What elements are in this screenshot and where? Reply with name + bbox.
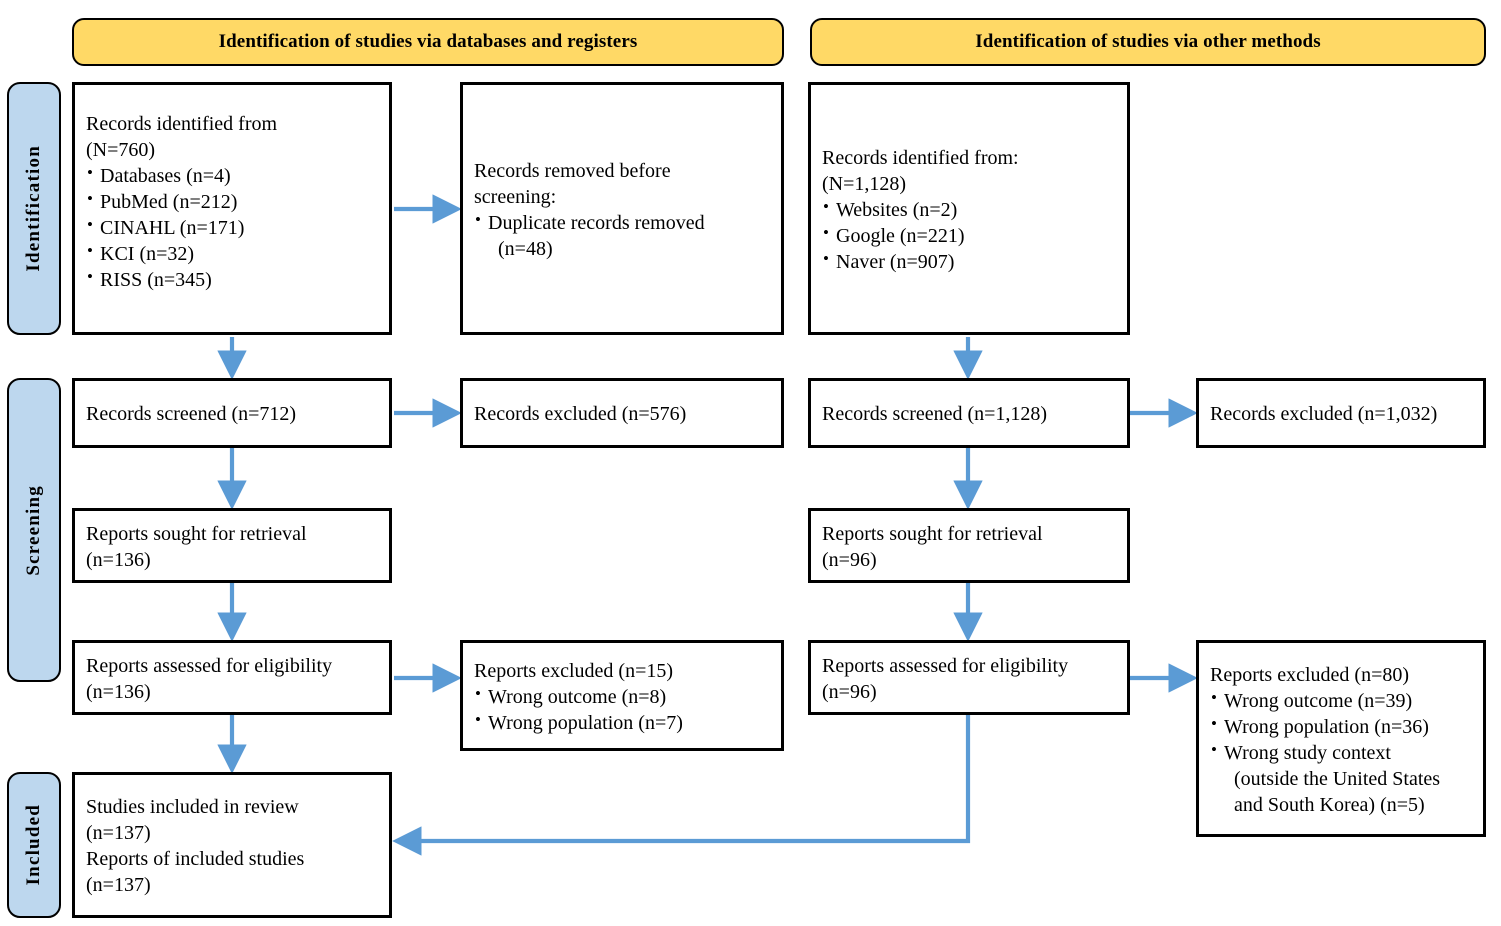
box-reports-sought-other: Reports sought for retrieval (n=96) — [808, 508, 1130, 583]
reports-excluded-other-line1: Reports excluded (n=80) — [1210, 663, 1410, 686]
studies-included-line3: Reports of included studies — [86, 848, 305, 870]
box-reports-assessed-other: Reports assessed for eligibility (n=96) — [808, 640, 1130, 715]
stage-label-identification-text: Identification — [23, 145, 44, 272]
records-identified-db-line2: (N=760) — [86, 139, 156, 161]
list-item: PubMed (n=212) — [86, 188, 380, 215]
phase-header-other-methods-label: Identification of studies via other meth… — [975, 31, 1321, 52]
reports-sought-other-line2: (n=96) — [822, 548, 877, 571]
records-removed-line1: Records removed before — [474, 159, 671, 182]
list-item: and South Korea) (n=5) — [1234, 793, 1425, 816]
list-item: KCI (n=32) — [86, 240, 380, 267]
records-identified-other-bullets: Websites (n=2) Google (n=221) Naver (n=9… — [822, 196, 1118, 275]
box-records-excluded-other: Records excluded (n=1,032) — [1196, 378, 1486, 448]
list-item: Google (n=221) — [822, 222, 1118, 249]
phase-header-databases-label: Identification of studies via databases … — [218, 31, 638, 52]
reports-assessed-other-line1: Reports assessed for eligibility — [822, 654, 1069, 677]
box-reports-assessed-databases: Reports assessed for eligibility (n=136) — [72, 640, 392, 715]
stage-label-screening: Screening — [7, 378, 61, 682]
box-reports-excluded-other: Reports excluded (n=80) Wrong outcome (n… — [1196, 640, 1486, 837]
reports-assessed-other-line2: (n=96) — [822, 680, 877, 703]
records-identified-db-line1: Records identified from — [86, 113, 278, 135]
box-records-identified-other: Records identified from: (N=1,128) Websi… — [808, 82, 1130, 335]
studies-included-line1: Studies included in review — [86, 796, 299, 818]
box-records-screened-databases: Records screened (n=712) — [72, 378, 392, 448]
list-item: Naver (n=907) — [822, 248, 1118, 275]
reports-excluded-db-bullets: Wrong outcome (n=8) Wrong population (n=… — [474, 683, 772, 736]
list-item: Databases (n=4) — [86, 162, 380, 189]
stage-label-screening-text: Screening — [23, 484, 44, 576]
reports-assessed-db-line1: Reports assessed for eligibility — [86, 654, 333, 677]
list-item: Duplicate records removed — [474, 209, 772, 236]
reports-sought-db-line2: (n=136) — [86, 548, 151, 571]
records-removed-bullets: Duplicate records removed (n=48) — [474, 209, 772, 262]
records-screened-other-line1: Records screened (n=1,128) — [822, 403, 1048, 425]
records-screened-db-line1: Records screened (n=712) — [86, 403, 297, 425]
reports-sought-db-line1: Reports sought for retrieval — [86, 522, 307, 545]
list-item: Websites (n=2) — [822, 196, 1118, 223]
phase-header-other-methods: Identification of studies via other meth… — [810, 18, 1486, 66]
reports-sought-other-line1: Reports sought for retrieval — [822, 522, 1043, 545]
list-item: Wrong population (n=36) — [1210, 713, 1474, 740]
list-item: Wrong outcome (n=8) — [474, 683, 772, 710]
list-item: (outside the United States — [1234, 767, 1441, 790]
list-item: RISS (n=345) — [86, 266, 380, 293]
stage-label-identification: Identification — [7, 82, 61, 335]
list-item: Wrong study context — [1210, 739, 1474, 766]
reports-excluded-other-bullets: Wrong outcome (n=39) Wrong population (n… — [1210, 687, 1474, 818]
studies-included-line2: (n=137) — [86, 822, 151, 844]
records-identified-other-line1: Records identified from: — [822, 146, 1019, 169]
list-item: Wrong outcome (n=39) — [1210, 687, 1474, 714]
list-item: CINAHL (n=171) — [86, 214, 380, 241]
records-identified-other-line2: (N=1,128) — [822, 172, 907, 195]
records-identified-db-bullets: Databases (n=4) PubMed (n=212) CINAHL (n… — [86, 162, 380, 293]
list-item: (n=48) — [498, 237, 553, 260]
stage-label-included-text: Included — [23, 804, 44, 886]
box-reports-sought-databases: Reports sought for retrieval (n=136) — [72, 508, 392, 583]
stage-label-included: Included — [7, 772, 61, 918]
box-records-excluded-databases: Records excluded (n=576) — [460, 378, 784, 448]
reports-excluded-db-line1: Reports excluded (n=15) — [474, 659, 674, 682]
list-item: Wrong population (n=7) — [474, 709, 772, 736]
studies-included-line4: (n=137) — [86, 874, 151, 896]
records-excluded-other-line1: Records excluded (n=1,032) — [1210, 403, 1438, 425]
box-studies-included: Studies included in review (n=137) Repor… — [72, 772, 392, 918]
box-reports-excluded-databases: Reports excluded (n=15) Wrong outcome (n… — [460, 640, 784, 751]
records-excluded-db-line1: Records excluded (n=576) — [474, 403, 687, 425]
phase-header-databases: Identification of studies via databases … — [72, 18, 784, 66]
box-records-screened-other: Records screened (n=1,128) — [808, 378, 1130, 448]
box-records-removed-before-screening: Records removed before screening: Duplic… — [460, 82, 784, 335]
reports-assessed-db-line2: (n=136) — [86, 680, 151, 703]
box-records-identified-databases: Records identified from (N=760) Database… — [72, 82, 392, 335]
records-removed-line2: screening: — [474, 185, 557, 208]
